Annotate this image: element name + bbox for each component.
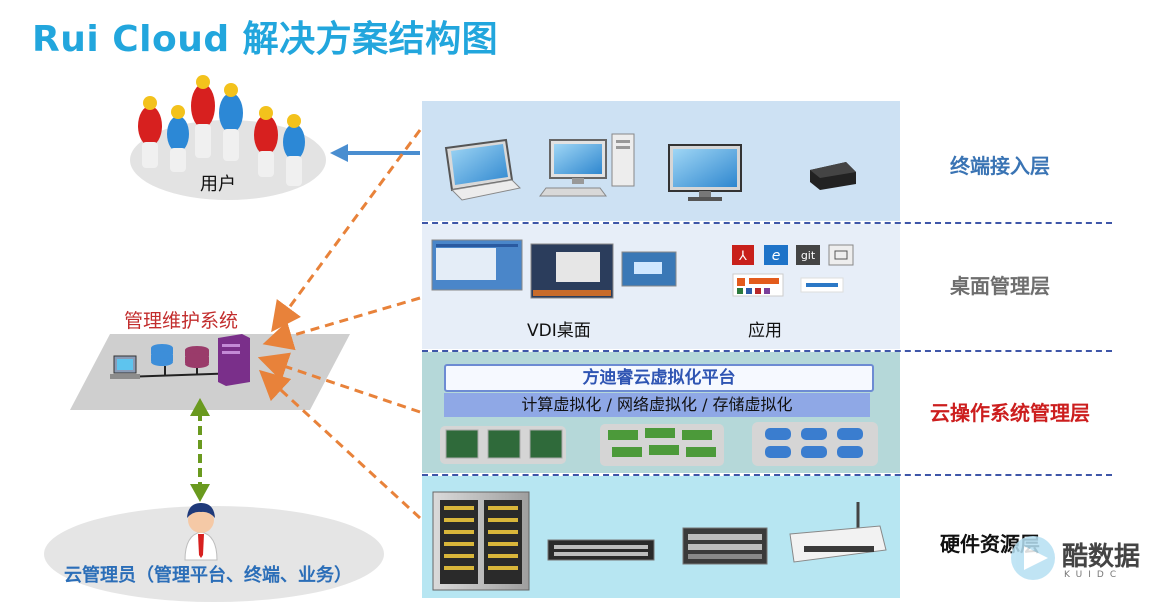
layer-divider xyxy=(422,474,1112,476)
management-system-label: 管理维护系统 xyxy=(124,310,239,332)
thin-client-icon xyxy=(810,162,856,190)
management-system-icon xyxy=(70,334,350,410)
svg-text:git: git xyxy=(801,249,816,262)
vdi-desktop-screenshot-icon xyxy=(530,243,614,299)
vdi-desktop-screenshot-icon xyxy=(621,251,677,287)
virtualization-platform-box: 方迪睿云虚拟化平台 xyxy=(444,364,874,392)
admin-icon xyxy=(184,503,218,561)
apps-label: 应用 xyxy=(748,321,782,341)
network-switch-icon xyxy=(547,539,655,561)
cpu-icon xyxy=(440,426,566,464)
watermark-subtitle: KUIDC xyxy=(1064,570,1123,580)
ie-app-icon xyxy=(764,245,788,265)
svg-text:e: e xyxy=(772,248,781,264)
desktop-pc-icon xyxy=(539,133,635,197)
pdf-app-icon xyxy=(732,245,754,265)
office-app-icon xyxy=(732,273,784,297)
desktop-layer-label: 桌面管理层 xyxy=(950,274,1050,298)
users-label: 用户 xyxy=(200,174,236,195)
vdi-desktop-label: VDI桌面 xyxy=(527,321,591,341)
layer-divider xyxy=(422,350,1112,352)
server-icon xyxy=(682,527,768,565)
os-layer-label: 云操作系统管理层 xyxy=(930,401,1090,425)
network-card-icon xyxy=(600,424,724,466)
storage-disk-icon xyxy=(752,422,878,466)
vdi-desktop-screenshot-icon xyxy=(431,239,523,291)
virtualization-types-bar: 计算虚拟化 / 网络虚拟化 / 存储虚拟化 xyxy=(444,393,870,417)
monitor-icon xyxy=(668,144,742,201)
server-rack-icon xyxy=(432,491,530,591)
layer-divider xyxy=(422,222,1112,224)
laptop-icon xyxy=(444,138,522,201)
admin-label: 云管理员（管理平台、终端、业务） xyxy=(64,565,352,586)
svg-text:⅄: ⅄ xyxy=(738,249,747,264)
wireless-router-icon xyxy=(789,502,887,563)
watermark-logo-icon xyxy=(1011,536,1055,580)
terminal-layer-label: 终端接入层 xyxy=(950,154,1050,178)
erp-app-icon xyxy=(800,277,844,293)
git-app-icon xyxy=(796,245,820,265)
page-title: Rui Cloud 解决方案结构图 xyxy=(32,19,499,60)
printer-app-icon xyxy=(828,244,854,266)
watermark-name: 酷数据 xyxy=(1062,542,1141,572)
users-group-icon xyxy=(130,75,326,200)
